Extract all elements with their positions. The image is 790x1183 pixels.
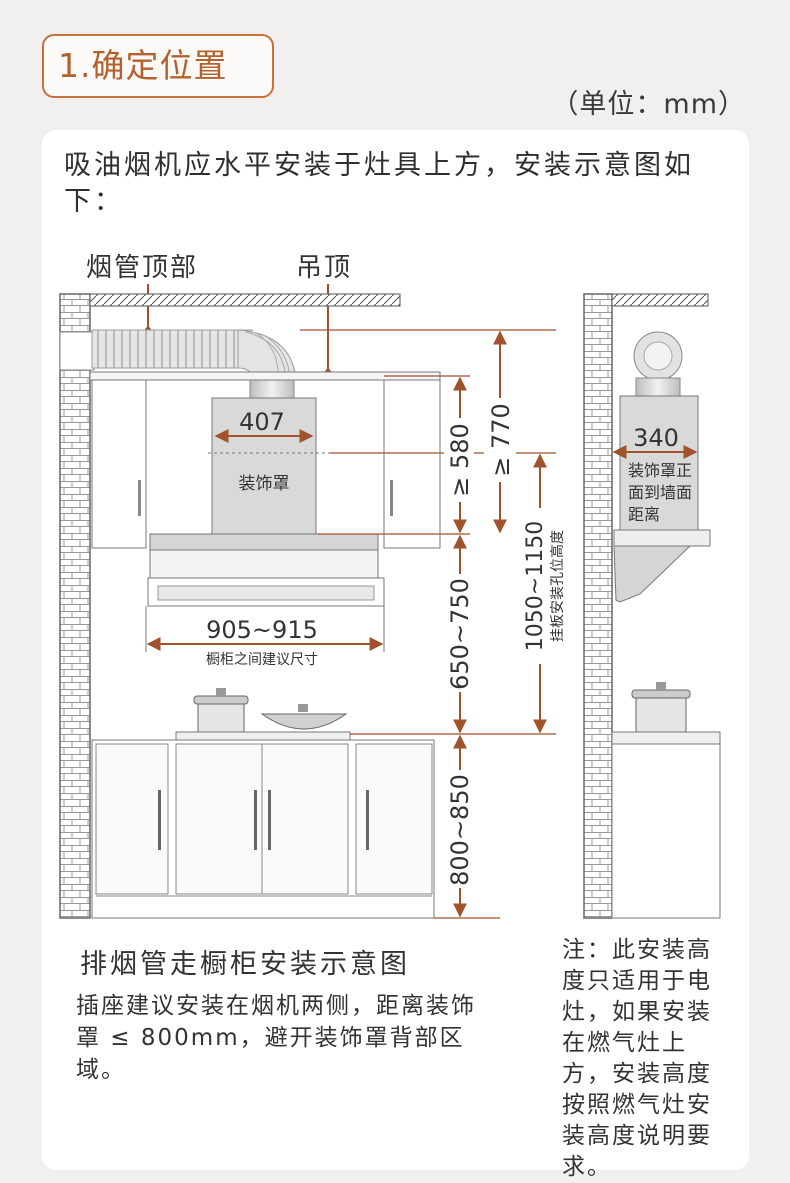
ceiling-label: 吊顶 <box>296 253 352 283</box>
diagram-caption-title: 排烟管走橱柜安装示意图 <box>80 949 410 980</box>
installation-note: 注：此安装高度只适用于电灶，如果安装在燃气灶上方，安装高度按照燃气灶安装高度说明… <box>562 937 712 1180</box>
upper-cabinet-left <box>91 379 147 549</box>
dim-770-label: ≥ 770 <box>487 403 515 477</box>
duct-outlet <box>59 331 95 371</box>
width-caption: 橱柜之间建议尺寸 <box>206 652 318 668</box>
hood-cover <box>211 397 317 535</box>
side-caption-3: 距离 <box>628 505 660 524</box>
side-duct <box>633 331 683 397</box>
dim-580-label: ≥ 580 <box>446 423 474 497</box>
intro-text: 吸油烟机应水平安装于灶具上方，安装示意图如下： <box>64 150 694 217</box>
mount-range-label: 1050~1150 <box>523 521 548 651</box>
side-caption-2: 面到墙面 <box>628 483 692 502</box>
ceiling-slab <box>89 293 401 307</box>
side-pot-icon <box>631 682 691 733</box>
side-depth-label: 340 <box>633 424 679 452</box>
side-base-cabinet <box>611 743 721 919</box>
counter-range-label: 800~850 <box>446 774 474 886</box>
width-range-label: 905~915 <box>206 616 318 644</box>
mount-caption: 挂板安装孔位高度 <box>549 530 566 642</box>
height-range-label: 650~750 <box>446 578 474 690</box>
left-brick-wall <box>59 293 91 919</box>
cover-width-label: 407 <box>239 408 285 436</box>
unit-label: （单位：mm） <box>551 89 746 120</box>
socket-advice-text: 插座建议安装在烟机两侧，距离装饰罩 ≤ 800mm，避开装饰罩背部区域。 <box>76 993 476 1083</box>
upper-cabinet-right <box>383 379 441 549</box>
range-hood <box>147 533 385 607</box>
side-caption-1: 装饰罩正 <box>628 461 692 480</box>
wok-icon <box>260 704 348 730</box>
base-cabinets <box>91 739 435 919</box>
pot-icon <box>193 688 249 735</box>
side-countertop <box>611 731 721 745</box>
exhaust-duct <box>91 329 297 399</box>
cooktop <box>175 731 351 741</box>
cover-label: 装饰罩 <box>239 474 290 494</box>
side-ceiling-slab <box>611 293 709 307</box>
side-range-hood <box>613 529 711 603</box>
side-brick-wall <box>583 293 613 919</box>
duct-top-label: 烟管顶部 <box>86 253 198 283</box>
installation-diagram: 烟管顶部 吊顶 装饰罩 407 905~915 橱柜之间建议尺寸 <box>59 253 721 919</box>
step-title: 1.确定位置 <box>42 34 274 98</box>
side-hood-cover <box>619 395 699 531</box>
